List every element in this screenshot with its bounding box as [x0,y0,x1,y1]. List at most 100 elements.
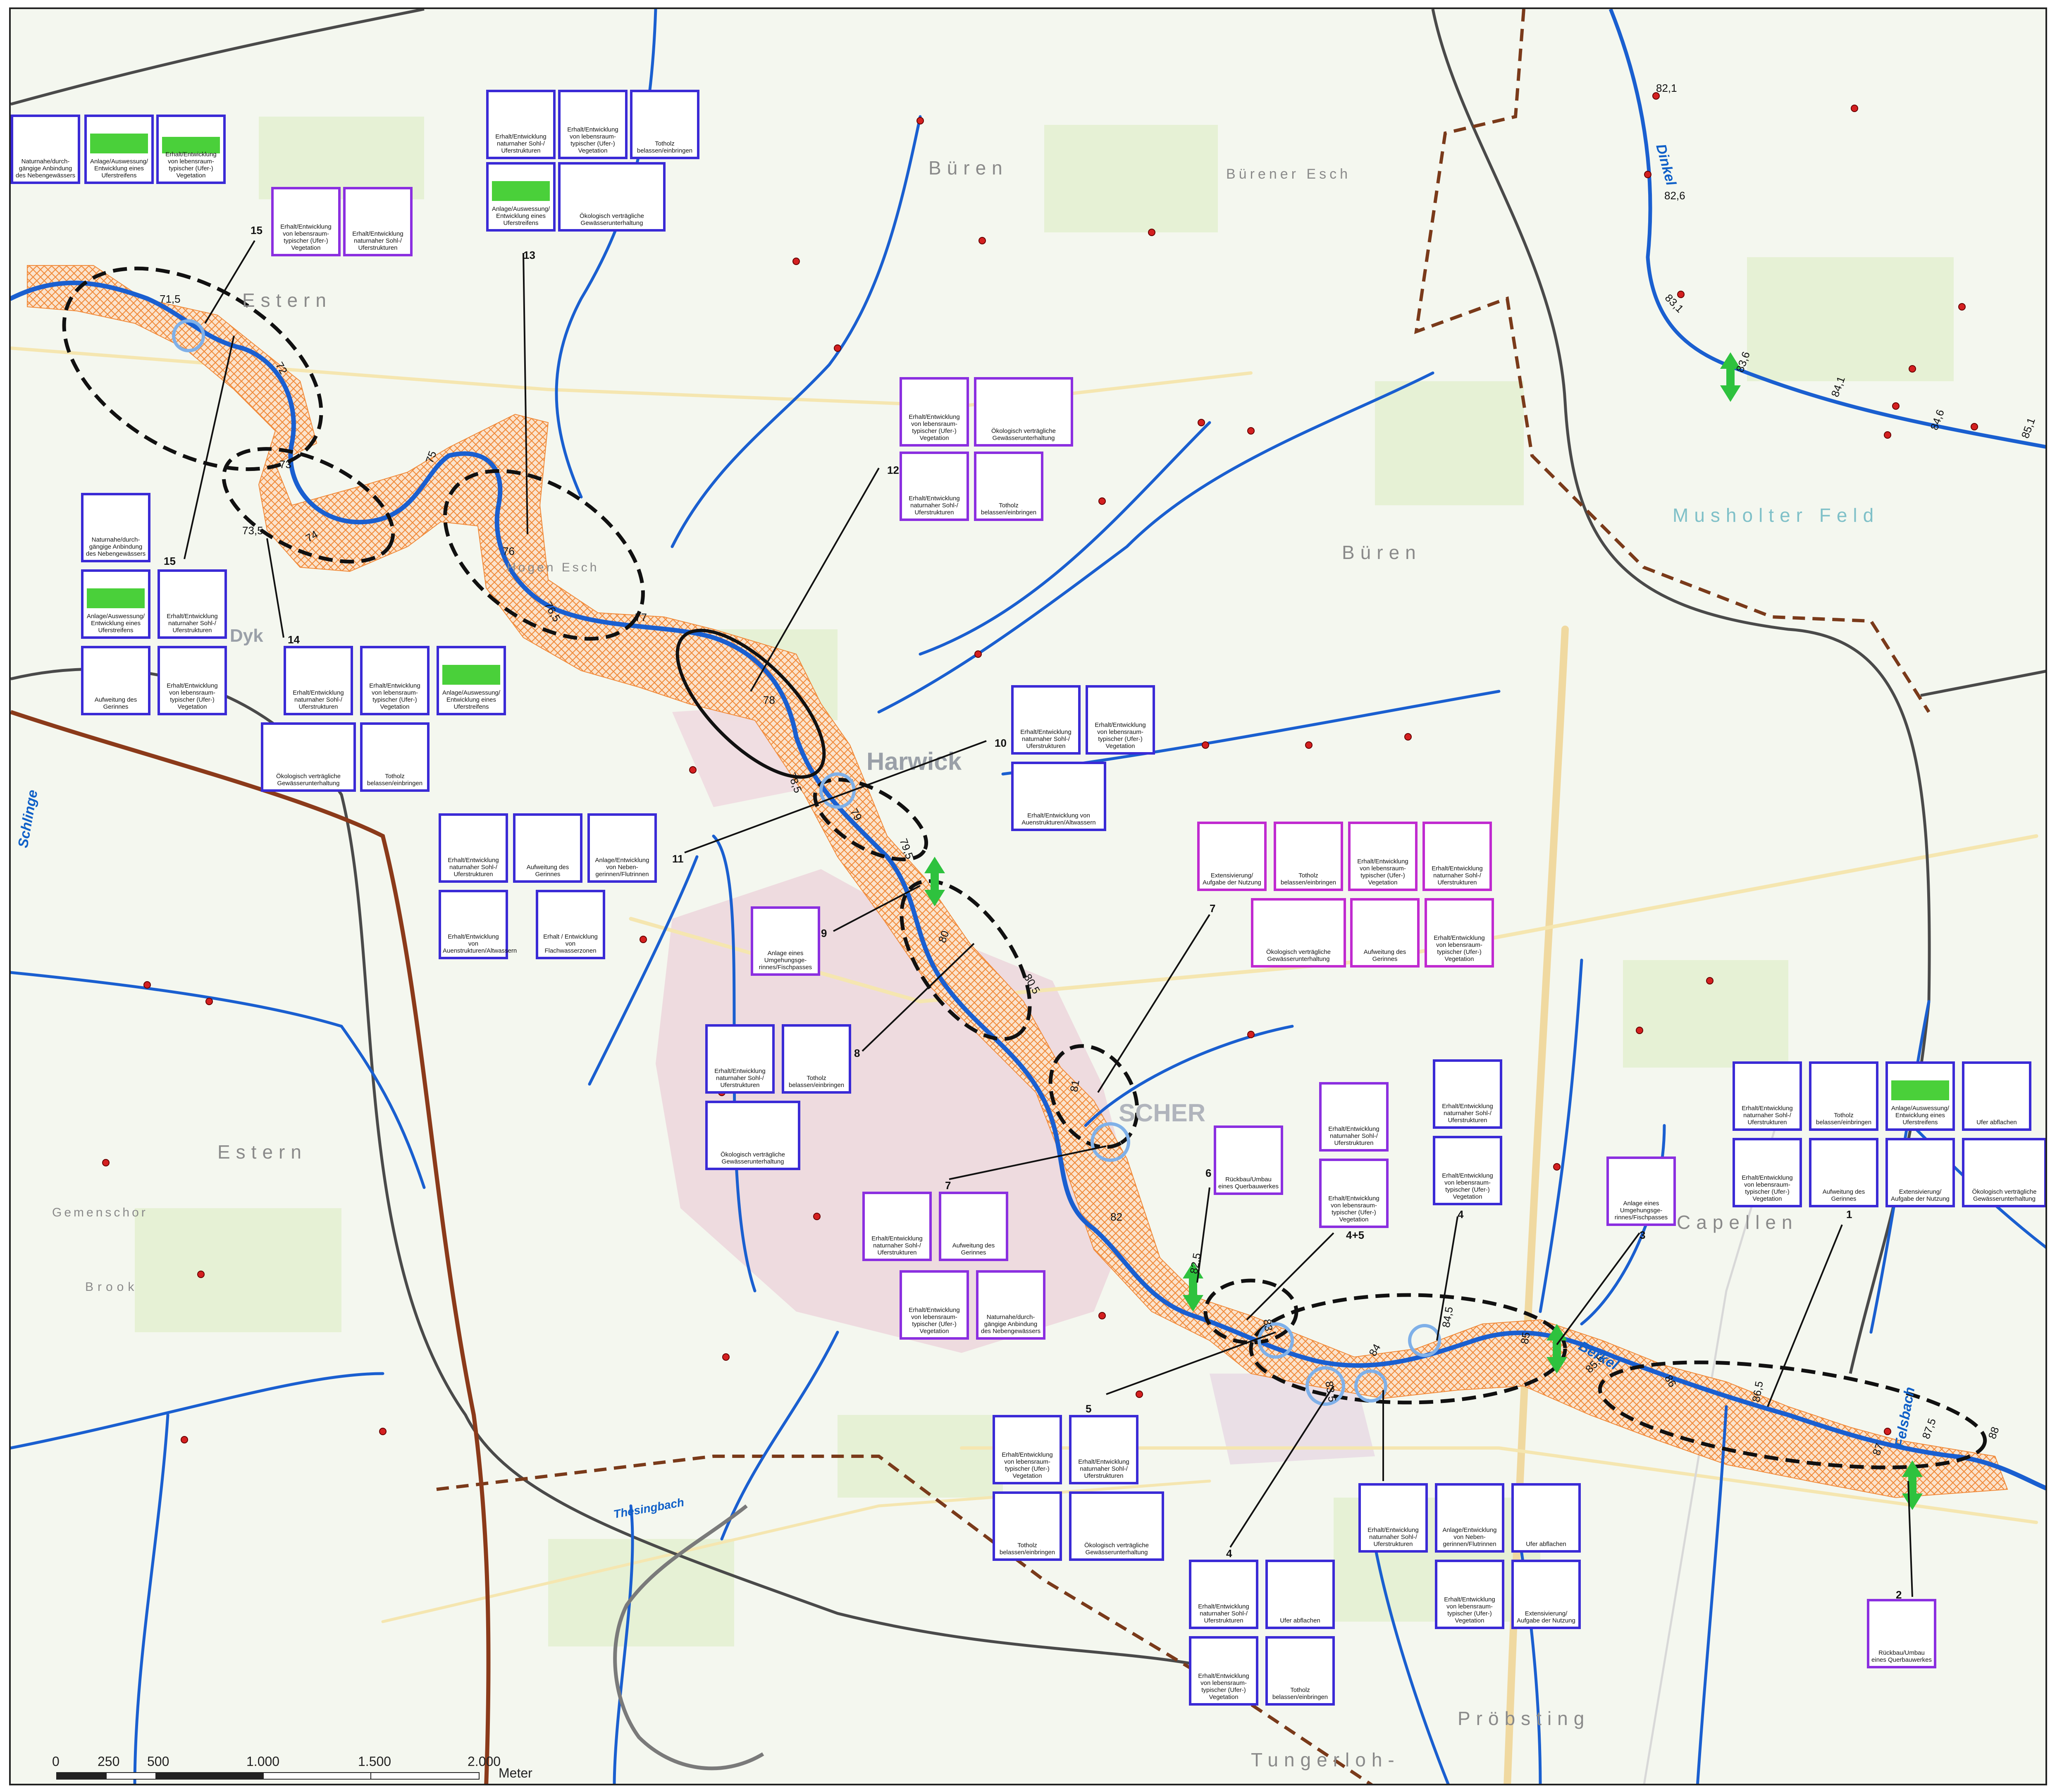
svg-text:73: 73 [279,458,291,471]
svg-text:Felsbach: Felsbach [1892,1386,1918,1449]
measure-box-4cc: Ufer abflachen [1511,1483,1581,1553]
svg-text:73,5: 73,5 [242,524,263,537]
measure-box-11d: Erhalt/Entwicklung von Auenstrukturen/Al… [439,890,517,959]
km-dots [102,92,1978,1443]
callout-4plus5: 4+5 [1346,1229,1365,1241]
measure-box-7s4: Naturnahe/durch-gängige Anbindung des Ne… [976,1270,1045,1340]
measure-box-nw1: Naturnahe/durch-gängige Anbindung des Ne… [11,115,80,184]
measure-box-w15e: Erhalt/Entwicklung von lebensraum-typisc… [158,646,227,715]
svg-text:Brook: Brook [85,1280,138,1294]
measure-box-10b: Erhalt/Entwicklung von lebensraum-typisc… [1086,685,1155,755]
measure-box-13a: Erhalt/Entwicklung naturnaher Sohl-/ Ufe… [486,90,556,159]
svg-text:85: 85 [1518,1331,1532,1345]
vegetation-icon [162,120,220,153]
measure-box-11a: Erhalt/Entwicklung naturnaher Sohl-/ Ufe… [439,813,508,883]
svg-text:76: 76 [503,545,515,557]
measure-box-4rb: Erhalt/Entwicklung von lebensraum-typisc… [1433,1136,1502,1205]
scale-segment-4 [263,1772,372,1780]
measure-box-45b: Erhalt/Entwicklung von lebensraum-typisc… [1319,1159,1389,1228]
callout-11: 11 [672,853,684,865]
measure-box-10c: Erhalt/Entwicklung von Auenstrukturen/Al… [1011,762,1106,831]
measure-box-1e: Erhalt/Entwicklung von lebensraum-typisc… [1733,1138,1802,1207]
svg-text:Schlinge: Schlinge [15,788,41,849]
measure-box-12a: Erhalt/Entwicklung von lebensraum-typisc… [900,377,969,447]
svg-text:Tungerloh-: Tungerloh- [1251,1749,1400,1770]
measure-box-1d: Ufer abflachen [1962,1061,2031,1131]
measure-clusters [62,266,1987,1469]
scale-segment-2 [106,1772,157,1780]
svg-text:Capellen: Capellen [1677,1211,1798,1233]
callout-10: 10 [995,737,1007,749]
measure-box-7s3: Erhalt/Entwicklung von lebensraum-typisc… [900,1270,969,1340]
measure-box-14b: Erhalt/Entwicklung von lebensraum-typisc… [360,646,430,715]
measure-box-nw2: Anlage/Auswessung/ Entwicklung eines Ufe… [84,115,154,184]
measure-box-2: Rückbau/Umbau eines Querbauwerkes [1867,1599,1936,1668]
callout-12: 12 [887,464,899,476]
callout-1: 1 [1846,1208,1852,1221]
measure-box-11c: Anlage/Entwicklung von Neben-gerinnen/Fl… [587,813,657,883]
measure-box-8c: Ökologisch verträgliche Gewässerunterhal… [705,1101,800,1170]
thesingbach-river [613,1504,764,1770]
callout-9: 9 [821,927,827,939]
measure-box-7g: Erhalt/Entwicklung von lebensraum-typisc… [1425,898,1494,968]
callout-6: 6 [1205,1167,1212,1179]
svg-text:Büren: Büren [928,157,1008,179]
svg-text:77: 77 [635,611,647,624]
measure-box-4cd: Erhalt/Entwicklung von lebensraum-typisc… [1435,1560,1504,1629]
measure-box-1g: Extensivierung/ Aufgabe der Nutzung [1885,1138,1955,1207]
measure-box-5b: Erhalt/Entwicklung naturnaher Sohl-/ Ufe… [1069,1415,1138,1484]
measure-box-4ce: Extensivierung/ Aufgabe der Nutzung [1511,1560,1581,1629]
svg-text:Gemenschor: Gemenschor [52,1206,148,1219]
svg-text:Estern: Estern [217,1141,307,1163]
measure-box-12d: Totholz belassen/einbringen [974,452,1043,521]
measure-box-7d: Erhalt/Entwicklung naturnaher Sohl-/ Ufe… [1422,822,1492,891]
scale-segment-5 [370,1772,480,1780]
svg-text:82,1: 82,1 [1656,82,1677,94]
svg-text:Büren: Büren [1342,542,1422,563]
svg-text:Pröbsting: Pröbsting [1458,1708,1590,1729]
measure-box-3: Anlage eines Umgehungsge-rinnes/Fischpas… [1606,1156,1676,1226]
measure-box-1b: Totholz belassen/einbringen [1809,1061,1878,1131]
measure-box-12c: Erhalt/Entwicklung naturnaher Sohl-/ Ufe… [900,452,969,521]
callout-3: 3 [1640,1229,1646,1241]
scale-tick-1000: 1.000 [246,1754,280,1769]
measure-box-4ra: Erhalt/Entwicklung naturnaher Sohl-/ Ufe… [1433,1059,1502,1129]
callout-7b: 7 [945,1179,951,1192]
measure-box-11b: Aufweitung des Gerinnes [513,813,582,883]
callout-7a: 7 [1210,902,1216,915]
scale-segment-3 [155,1772,265,1780]
measure-box-5c: Totholz belassen/einbringen [993,1491,1062,1561]
tree-icon [492,168,550,201]
scale-tick-2000: 2.000 [468,1754,501,1769]
measure-box-1h: Ökologisch verträgliche Gewässerunterhal… [1962,1138,2045,1207]
measure-box-4ca: Erhalt/Entwicklung naturnaher Sohl-/ Ufe… [1358,1483,1428,1553]
svg-text:85,1: 85,1 [2019,416,2038,440]
measure-box-14c: Anlage/Auswessung/ Entwicklung eines Ufe… [437,646,506,715]
callout-8: 8 [854,1047,860,1059]
measure-box-45a: Erhalt/Entwicklung naturnaher Sohl-/ Ufe… [1319,1082,1389,1152]
measure-box-w15a: Naturnahe/durch-gängige Anbindung des Ne… [81,493,150,562]
measure-box-10a: Erhalt/Entwicklung naturnaher Sohl-/ Ufe… [1011,685,1081,755]
measure-box-4ba: Erhalt/Entwicklung naturnaher Sohl-/ Ufe… [1189,1560,1258,1629]
callout-2: 2 [1896,1589,1902,1601]
tree-icon [1891,1067,1949,1100]
measure-cluster-solid [675,628,826,779]
callout-5: 5 [1086,1403,1092,1415]
measure-box-14d: Ökologisch verträgliche Gewässerunterhal… [261,722,356,792]
scale-tick-250: 250 [98,1754,120,1769]
map-frame: 71,5 72 73 73,5 74 75 76 76,5 77 78 78,5… [9,7,2047,1785]
measure-box-4bb: Ufer abflachen [1265,1560,1335,1629]
measure-box-12b: Ökologisch verträgliche Gewässerunterhal… [974,377,1073,447]
svg-text:78: 78 [763,694,775,706]
measure-box-w15d: Aufweitung des Gerinnes [81,646,150,715]
scale-segment-1 [56,1772,107,1780]
urban-area [656,869,1135,1353]
measure-box-w15b: Anlage/Auswessung/ Entwicklung eines Ufe… [81,569,150,639]
tree-icon [442,652,500,685]
measure-box-6: Rückbau/Umbau eines Querbauwerkes [1214,1125,1283,1195]
measure-box-13c: Totholz belassen/einbringen [630,90,699,159]
land-cover [135,117,1954,1646]
measure-box-8b: Totholz belassen/einbringen [782,1024,851,1094]
measure-box-13d: Anlage/Auswessung/ Entwicklung eines Ufe… [486,162,556,232]
svg-text:Musholter Feld: Musholter Feld [1673,504,1879,526]
